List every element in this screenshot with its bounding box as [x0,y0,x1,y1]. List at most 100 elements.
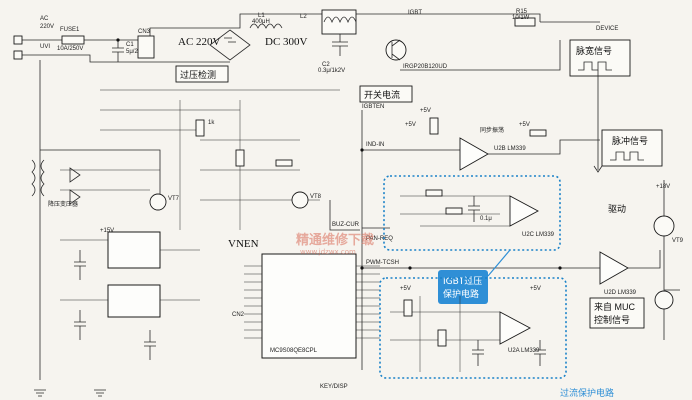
fuse-rating: 10A/250V [57,46,83,52]
regulator-wiring [60,239,200,301]
terminal-n [13,50,23,60]
dc-rail-top [330,13,541,22]
mcu-chip [261,253,357,359]
opamp-u2b [459,137,489,171]
plus5-label-5: +5V [530,286,541,292]
igbt-protect-line2: 保护电路 [443,288,479,300]
fuse-symbol [61,35,85,45]
c2-label: C2 [322,62,330,68]
c1-value: 5μ/275V [126,49,148,55]
fuse-label: FUSE1 [60,27,80,33]
igbt-emitter-line [400,40,561,71]
vt9-label: VT9 [672,238,684,244]
buz-cur-label: BUZ-CUR [332,222,360,228]
cap-c6 [74,310,86,340]
opamp-u2c [509,195,539,227]
c-01-label: 0.1μ [480,216,492,222]
mid-wiring [179,100,320,230]
buz-cur-line [329,200,360,231]
u2c-label: U2C LM339 [522,232,555,238]
bridge-diode-marks [224,37,236,43]
transistor-vt9 [653,215,675,237]
igbt-symbol [385,39,407,61]
cn3-connector [137,35,155,59]
junction-dot [116,38,120,42]
regulator-7805 [107,231,161,269]
watermark-url: www.jdzwx.com [300,248,356,256]
opamp-u2d [599,251,629,285]
left-grid-wiring [60,89,340,191]
u2d-label: U2D LM339 [604,290,637,296]
pulse-signal-label: 脉冲信号 [612,135,648,146]
transistor-vt7 [149,193,167,211]
resistor-r26 [445,207,463,215]
terminal-l [13,35,23,45]
c1-label: C1 [126,42,134,48]
mcu-part: MC9S08QE8CPL [270,348,318,354]
switch-current-box [359,85,413,103]
c1-capacitor [112,40,124,62]
mcu-pins-left [244,265,262,339]
mains-line-top [20,13,330,41]
cap-c19 [468,196,480,222]
vt8-label: VT8 [310,194,322,200]
device-label: DEVICE [596,26,618,32]
pulse-arrow-head [593,165,603,173]
plus5-label-2: +5V [405,122,416,128]
overcurrent-region [379,277,567,379]
vt7-label: VT7 [168,196,180,202]
pwm-waveform-icon [578,61,612,71]
junction-dot [558,266,562,270]
l2-heating-coil [321,9,357,35]
resistor-r17 [195,119,205,137]
cap-c13 [144,330,156,360]
opamp-u2a [499,311,531,345]
input-220v-label: 220V [40,24,54,30]
mains-line-bottom [20,54,230,63]
resistor-r24 [425,189,443,197]
drive-label: 驱动 [608,204,626,214]
mcu-control-line1: 来自 MUC [594,301,635,312]
l2-label: L2 [300,14,307,20]
ind-in-label: IND-IN [366,142,384,148]
left-rail [39,60,161,380]
u2d-wiring [560,250,661,269]
u2b-label: U2B LM339 [494,146,526,152]
callout-pointer-1 [487,249,511,277]
resistor-r31 [529,129,547,137]
ground-symbol-1 [34,389,46,397]
ground-symbol-2 [94,389,106,397]
junction-dot [360,148,364,152]
r15-resistor [514,17,536,27]
plus5-label-4: +5V [400,286,411,292]
mcu-pins-right [356,265,380,339]
l1-inductor [249,23,283,29]
input-uvi-label: UVI [40,44,50,50]
cap-c17 [534,340,546,366]
sync-output [488,139,600,155]
igbt-part: IRGP20B120UD [403,64,448,70]
junction-dot [408,266,412,270]
input-ac-label: AC [40,16,49,22]
resistor-r19 [275,159,293,167]
igbt-leads [391,39,401,61]
c2-capacitor [332,34,348,56]
diode-vd1 [69,167,81,183]
overcurrent-detect-label: 过压检测 [180,69,216,80]
sync-label: 同步振荡 [480,126,504,134]
l1-label: L1 [258,13,265,19]
r-1k-label: 1k [208,120,215,126]
mcu-control-line2: 控制信号 [594,314,630,325]
plus5-label-top: +5V [420,108,431,114]
transistor-vt8 [291,191,309,209]
resistor-r30 [403,299,413,317]
igbt-protect-line1: IGBT过压 [443,275,482,287]
resistor-r33 [437,329,447,347]
overcurrent-detect-box [175,65,229,83]
l1-value: 400μH [252,19,270,25]
r15-value: 10/1W [512,15,530,21]
plus15-label: +15V [100,228,114,234]
pan-req-label: PAN-REQ [366,236,393,242]
plus5-label-3: +5V [519,122,530,128]
